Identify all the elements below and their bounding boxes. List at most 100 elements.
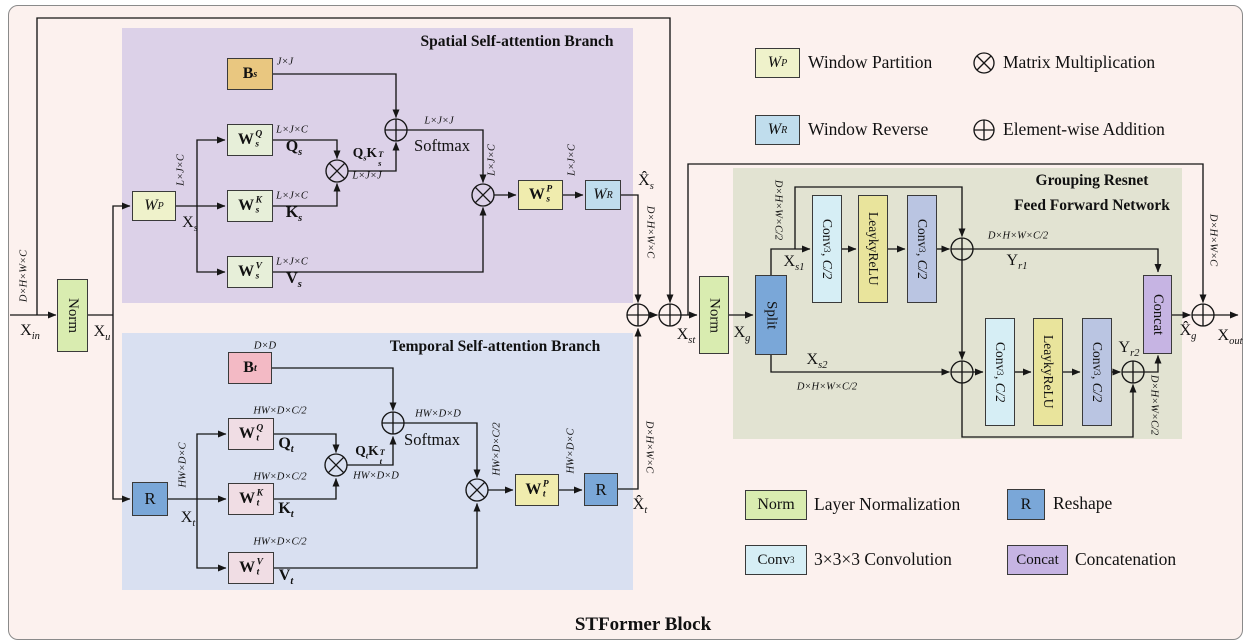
label-xhat-g: X̂g [1179, 321, 1197, 343]
label-k-s: Ks [285, 203, 303, 225]
label-k-t: Kt [278, 499, 294, 521]
label-xhat-t: X̂t [632, 495, 648, 517]
wire-group [10, 17, 1239, 572]
norm-block-2: Norm [699, 276, 729, 354]
dim-hwdc2-attn: HW×D×C/2 [491, 422, 503, 476]
spatial-softmax-label: Softmax [414, 136, 470, 155]
dim-dhwc2-xs1: D×H×W×C/2 [772, 179, 784, 241]
dim-ljj-qk: L×J×J [352, 170, 382, 182]
grouping-title-line2: Feed Forward Network [1014, 197, 1170, 214]
split-block: Split [755, 275, 787, 355]
add-op [384, 118, 408, 142]
add-op [950, 360, 974, 384]
legend-reshape-label: Reshape [1053, 493, 1113, 513]
multiply-op [465, 478, 489, 502]
label-x-in: Xin [20, 321, 40, 343]
spatial-branch-title: Spatial Self-attention Branch [420, 33, 614, 50]
dim-hwdc-split: HW×D×C [177, 442, 189, 488]
label-x-g: Xg [733, 323, 751, 345]
leaky-relu-block-1: LeaykyReLU [858, 195, 888, 303]
multiply-op [471, 183, 495, 207]
dim-ljc-q: L×J×C [276, 124, 308, 136]
label-v-t: Vt [278, 566, 294, 588]
legend-element-wise-addition-label: Element-wise Addition [1003, 119, 1165, 139]
dim-hwdd-soft: HW×D×D [415, 408, 461, 420]
dim-hwdc2-k: HW×D×C/2 [253, 471, 307, 483]
leaky-relu-block-2: LeaykyReLU [1033, 318, 1063, 426]
dim-ljj-soft: L×J×J [424, 115, 454, 127]
dim-ljc-v: L×J×C [276, 256, 308, 268]
add-op [1191, 303, 1215, 327]
label-x-st: Xst [676, 325, 696, 347]
add-op [626, 303, 650, 327]
dim-dhwc-xhat-s: D×H×W×C [644, 205, 656, 259]
dim-hwdc2-v: HW×D×C/2 [253, 536, 307, 548]
dim-dhwc2-xs2: D×H×W×C/2 [796, 381, 858, 393]
label-x-s: Xs [182, 213, 198, 235]
dim-dhwc2-yr2: D×H×W×C/2 [1148, 374, 1160, 436]
legend-reshape-box: R [1007, 489, 1045, 520]
label-v-s: Vs [286, 269, 302, 291]
label-xhat-s: X̂s [638, 171, 654, 193]
grouping-title-line1: Grouping Resnet [1035, 172, 1149, 190]
dim-ljc-proj: L×J×C [566, 144, 578, 176]
dim-dd: D×D [253, 340, 277, 352]
norm-block-1: Norm [57, 279, 88, 352]
temporal-branch-panel [122, 333, 633, 590]
reshape-block-1: R [132, 482, 168, 516]
add-op [658, 303, 682, 327]
concat-block: Concat [1143, 275, 1172, 354]
label-x-s1: Xs1 [783, 252, 805, 274]
dim-jj: J×J [276, 56, 294, 68]
label-x-u: Xu [93, 322, 111, 344]
label-y-r1: Yr1 [1006, 251, 1028, 273]
legend-convolution-label: 3×3×3 Convolution [814, 549, 952, 569]
label-x-t: Xt [180, 508, 196, 530]
legend-concat-box: Concat [1007, 545, 1068, 575]
temporal-branch-title: Temporal Self-attention Branch [389, 338, 601, 355]
legend-window-reverse-label: Window Reverse [808, 119, 929, 139]
label-y-r2: Yr2 [1118, 338, 1140, 360]
dim-ljc-k: L×J×C [276, 190, 308, 202]
label-x-out: Xout [1217, 326, 1243, 348]
dim-hwdc-proj: HW×D×C [565, 428, 577, 474]
dim-dhwc2-yr1: D×H×W×C/2 [987, 230, 1049, 242]
grouping-ffn-title: Grouping Resnet Feed Forward Network [1014, 169, 1170, 219]
legend-add-icon [973, 119, 995, 141]
dim-ljc-split: L×J×C [175, 154, 187, 186]
legend-concatenation-label: Concatenation [1075, 549, 1177, 569]
multiply-op [324, 453, 348, 477]
add-op [950, 237, 974, 261]
label-q-s: Qs [285, 137, 303, 159]
add-op [381, 411, 405, 435]
legend-multiply-icon [973, 52, 995, 74]
multiply-op [325, 159, 349, 183]
dim-dhwc-xhat-t: D×H×W×C [643, 420, 655, 474]
dim-ljc-attn: L×J×C [486, 144, 498, 176]
figure-title: STFormer Block [574, 614, 712, 635]
reshape-block-2: R [584, 473, 618, 506]
legend-norm-box: Norm [745, 490, 807, 520]
label-q-t: Qt [278, 434, 294, 456]
legend-matrix-multiplication-label: Matrix Multiplication [1003, 52, 1156, 72]
dim-dhwc-input: D×H×W×C [18, 249, 30, 303]
